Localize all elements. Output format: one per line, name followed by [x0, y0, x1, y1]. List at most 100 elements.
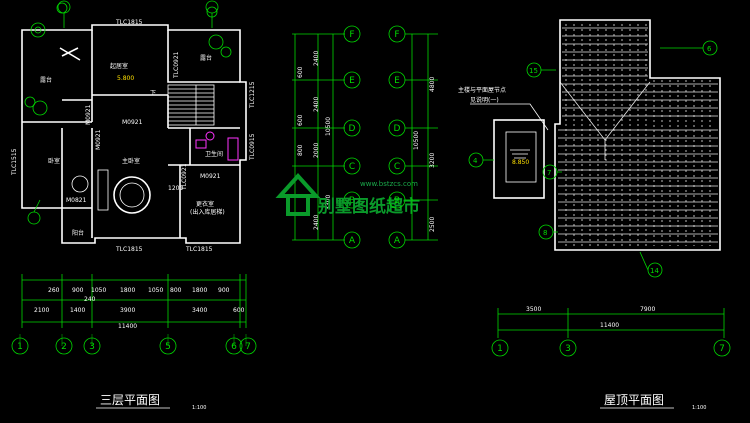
dimension-lines-left: [405, 33, 438, 241]
axis-label: 1: [497, 344, 503, 354]
axis-bubbles-bottom: [11, 337, 257, 355]
window-tag: TLC1515: [11, 148, 18, 176]
callout-label: 6: [707, 45, 712, 53]
dimension-text: 2400: [313, 97, 320, 112]
plant-icon: [208, 34, 224, 50]
dimension-text: 3900: [120, 307, 135, 314]
door-tag: TLC0921: [173, 51, 180, 79]
dimension-text: 3300: [325, 195, 332, 210]
door-tag: M0821: [66, 197, 87, 204]
callout-label: 15: [529, 67, 538, 75]
bathroom-fixtures: [195, 131, 239, 161]
room-label: 卫生间: [205, 150, 223, 158]
window-tag: TLC0915: [249, 133, 256, 161]
dimension-text: 10500: [413, 131, 420, 150]
plant-icon: [24, 96, 36, 108]
dimension-text: 900: [72, 287, 84, 294]
roof-outline: [554, 19, 721, 251]
door-tag: M0921: [85, 104, 92, 125]
room-label: 阳台: [72, 229, 84, 237]
house-logo-icon: [275, 173, 321, 198]
annotation: 主楼与平面屋节点: [458, 86, 506, 94]
axis-label: D: [349, 124, 356, 134]
dimension-lines-bottom-right: [497, 308, 725, 338]
axis-label: A: [349, 236, 356, 246]
house-logo-icon: [286, 196, 310, 216]
annotation: 见说明(一): [470, 96, 499, 104]
door-tag: TLC0921: [181, 163, 188, 191]
roof-plan: 8.850 主楼与平面屋节点 见说明(一) 6 15 4 7 8 14 4800…: [388, 19, 731, 411]
watermark: www.bstzcs.com 别墅图纸超市: [275, 173, 420, 217]
callout-label: 8: [543, 229, 547, 237]
door-tag: M0921: [95, 129, 102, 150]
watermark-url: www.bstzcs.com: [360, 180, 418, 188]
dimension-text: 1800: [120, 287, 135, 294]
room-label: 露台: [40, 76, 52, 84]
axis-label: E: [349, 76, 355, 86]
window-tag: TLC1815: [185, 246, 213, 253]
roof-tile-hatching: [558, 24, 718, 246]
door-swing-icon: [71, 175, 89, 193]
plant-icon: [32, 100, 48, 116]
round-table-icon: [113, 176, 151, 214]
door-tag: M0921: [200, 173, 221, 180]
dimension-text: 1050: [91, 287, 106, 294]
furniture-icon: [59, 47, 81, 61]
dimension-text: 1400: [70, 307, 85, 314]
dimension-text: 2400: [313, 51, 320, 66]
axis-label: C: [349, 162, 355, 172]
door-tag: 1200: [168, 185, 183, 192]
dimension-lines-right: [292, 33, 345, 241]
stair: [167, 84, 215, 126]
dimension-text: 600: [297, 66, 304, 78]
room-note: (出入库居梯): [190, 208, 225, 216]
dimension-text: 2400: [313, 215, 320, 230]
axis-label: 3: [89, 342, 95, 352]
callouts-left: [27, 0, 219, 225]
outer-wall: [21, 24, 247, 244]
dimension-text: 2000: [313, 143, 320, 158]
axis-label: 3: [565, 344, 571, 354]
dimension-text: 3400: [192, 307, 207, 314]
axis-label: B: [349, 196, 355, 206]
axis-label: A: [394, 236, 401, 246]
room-label: 起居室: [110, 62, 128, 70]
dimension-text: 1050: [148, 287, 163, 294]
axis-bubbles-right: [343, 25, 361, 249]
watermark-text: 别墅图纸超市: [317, 196, 420, 217]
roof-terrace: [493, 119, 545, 199]
axis-label: 1: [17, 342, 23, 352]
drawing-title: 三层平面图: [100, 393, 160, 407]
dimension-text: 1800: [192, 287, 207, 294]
axis-label: B: [394, 196, 400, 206]
dimension-text: 800: [170, 287, 182, 294]
dimension-text: 7900: [640, 306, 655, 313]
dimension-text: 10500: [325, 117, 332, 136]
axis-bubbles-bottom-right: [491, 339, 731, 357]
dimension-text: 240: [84, 296, 96, 303]
window-tag: TLC1815: [115, 19, 143, 26]
axis-label: F: [349, 30, 354, 40]
axis-label: 7: [245, 342, 251, 352]
dimension-text: 900: [218, 287, 230, 294]
dimension-text: 600: [297, 114, 304, 126]
dimension-text: 600: [233, 307, 245, 314]
dimension-total: 11400: [600, 322, 619, 329]
callout-label: 4: [473, 157, 478, 165]
callout-label: 14: [650, 267, 659, 275]
dimension-lines-bottom: [19, 274, 247, 346]
axis-label: 7: [719, 344, 725, 354]
drawing-scale: 1:100: [692, 405, 706, 411]
room-label: 露台: [200, 54, 212, 62]
door-tag: M0921: [122, 119, 143, 126]
dimension-text: 3500: [526, 306, 541, 313]
callout-label: 7: [547, 169, 551, 177]
plant-icon: [220, 46, 232, 58]
round-table-icon: [119, 182, 145, 208]
dimension-text: 2100: [34, 307, 49, 314]
axis-label: D: [394, 124, 401, 134]
window-tag: TLC1815: [115, 246, 143, 253]
dimension-text: 2500: [429, 217, 436, 232]
axis-label: C: [394, 162, 400, 172]
